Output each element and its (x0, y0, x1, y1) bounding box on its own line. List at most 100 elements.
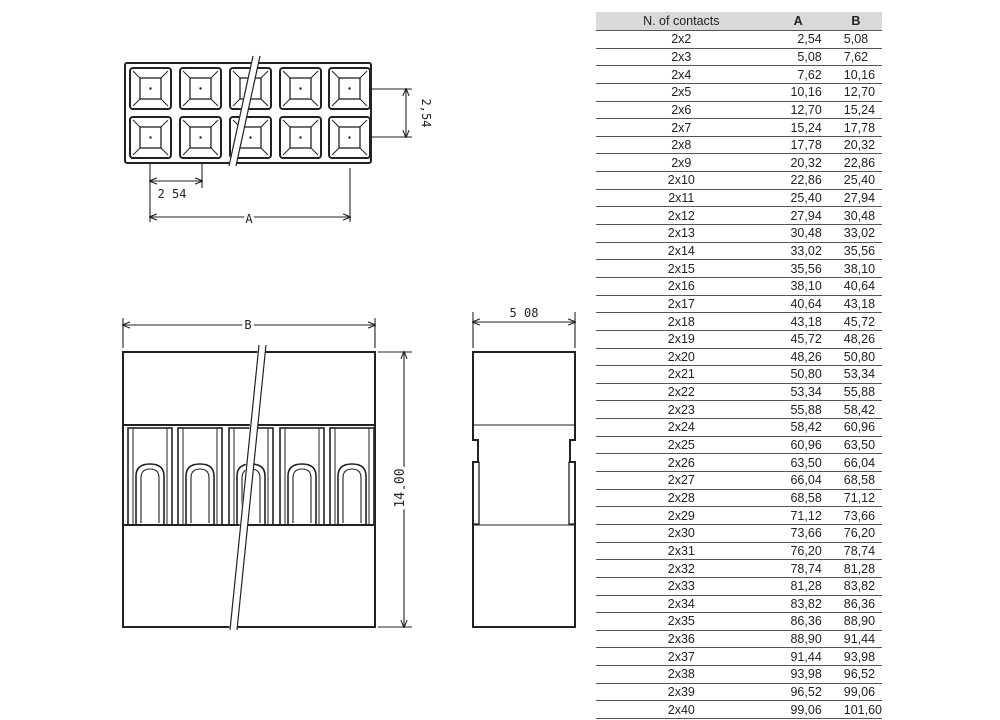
contact-cell (129, 67, 172, 110)
cell-a: 2,54 (766, 30, 830, 49)
cell-contacts: 2x27 (596, 471, 767, 490)
cell-contacts: 2x7 (596, 118, 767, 137)
cell-a: 17,78 (766, 136, 830, 155)
cell-a: 93,98 (766, 665, 830, 684)
contact-cell (328, 67, 371, 110)
cell-b: 68,58 (829, 471, 882, 490)
contact-cell (179, 116, 222, 159)
cell-contacts: 2x13 (596, 224, 767, 243)
cell-b: 10,16 (829, 65, 882, 84)
cell-b: 58,42 (829, 400, 882, 420)
cell-contacts: 2x34 (596, 595, 767, 614)
cell-contacts: 2x31 (596, 542, 767, 561)
cell-contacts: 2x12 (596, 206, 767, 226)
cell-contacts: 2x22 (596, 383, 767, 402)
pitch-horizontal-dimension (150, 164, 202, 222)
cell-b: 60,96 (829, 418, 882, 437)
cell-contacts: 2x35 (596, 612, 767, 631)
cell-b: 78,74 (829, 542, 882, 561)
cell-contacts: 2x6 (596, 101, 767, 120)
connector-drawing: 2,54 2 54 A B 14 00 (122, 55, 576, 631)
cell-a: 83,82 (766, 595, 830, 614)
cell-a: 60,96 (766, 436, 830, 455)
height-dimension (378, 352, 412, 627)
cell-contacts: 2x23 (596, 400, 767, 420)
cell-b: 66,04 (829, 453, 882, 473)
cell-contacts: 2x17 (596, 295, 767, 314)
cell-b: 88,90 (829, 612, 882, 631)
cell-contacts: 2x10 (596, 171, 767, 190)
cell-a: 71,12 (766, 506, 830, 525)
dimension-a-label: A (245, 212, 253, 226)
cell-contacts: 2x32 (596, 559, 767, 578)
cell-contacts: 2x37 (596, 647, 767, 667)
contact-cells (129, 67, 371, 159)
pitch-horizontal-label: 2 54 (158, 187, 187, 201)
cell-b: 5,08 (829, 30, 882, 49)
contact-cell (328, 116, 371, 159)
cell-a: 99,06 (766, 700, 830, 719)
cell-contacts: 2x21 (596, 365, 767, 384)
contact-cell (129, 116, 172, 159)
cell-b: 7,62 (829, 48, 882, 67)
cell-contacts: 2x33 (596, 577, 767, 596)
cell-a: 55,88 (766, 400, 830, 420)
cell-a: 5,08 (766, 48, 830, 67)
cell-contacts: 2x4 (596, 65, 767, 84)
cell-a: 66,04 (766, 471, 830, 490)
cell-contacts: 2x15 (596, 259, 767, 278)
contact-slots (127, 427, 375, 526)
cell-contacts: 2x14 (596, 242, 767, 261)
cell-b: 53,34 (829, 365, 882, 384)
contact-slot (279, 427, 325, 526)
cell-b: 22,86 (829, 153, 882, 173)
dimension-b-label: B (244, 318, 251, 332)
cell-b: 101,60 (829, 700, 882, 719)
cell-contacts: 2x39 (596, 683, 767, 702)
cell-contacts: 2x3 (596, 48, 767, 67)
cell-a: 25,40 (766, 189, 830, 208)
cell-b: 99,06 (829, 683, 882, 702)
cell-a: 22,86 (766, 171, 830, 190)
cell-b: 15,24 (829, 101, 882, 120)
cell-contacts: 2x29 (596, 506, 767, 525)
dimension-a (150, 168, 350, 222)
cell-a: 35,56 (766, 259, 830, 278)
cell-b: 48,26 (829, 330, 882, 349)
cell-a: 81,28 (766, 577, 830, 596)
header-contacts: N. of contacts (596, 12, 767, 31)
cell-a: 48,26 (766, 348, 830, 367)
cell-contacts: 2x16 (596, 277, 767, 296)
cell-contacts: 2x20 (596, 348, 767, 367)
cell-contacts: 2x2 (596, 30, 767, 49)
cell-a: 76,20 (766, 542, 830, 561)
cell-b: 86,36 (829, 595, 882, 614)
contact-cell (179, 67, 222, 110)
cell-b: 76,20 (829, 524, 882, 543)
cell-a: 50,80 (766, 365, 830, 384)
dimension-b (123, 318, 375, 348)
contact-cell (279, 116, 322, 159)
cell-a: 86,36 (766, 612, 830, 631)
contact-cell (279, 67, 322, 110)
